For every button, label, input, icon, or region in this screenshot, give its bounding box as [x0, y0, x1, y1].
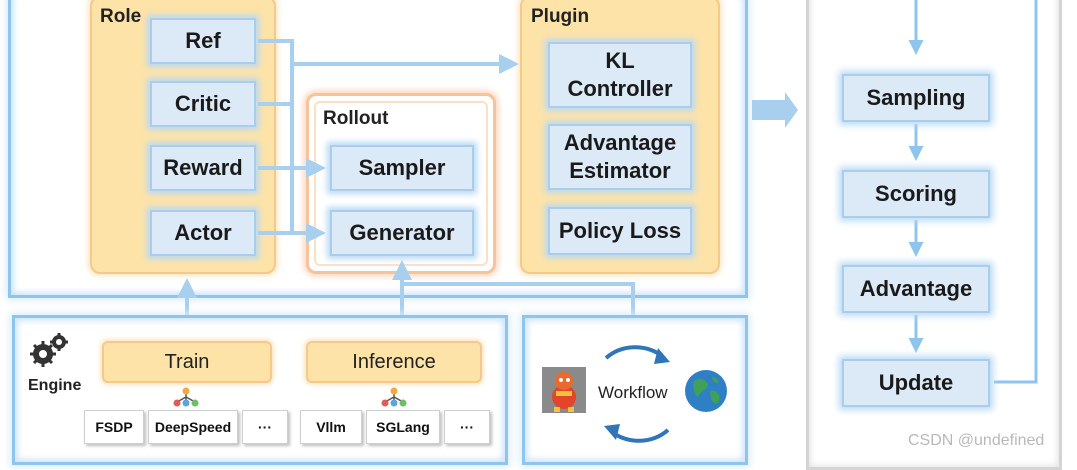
train-tag: Train	[102, 341, 272, 383]
cycle-arrows-icon	[604, 345, 670, 443]
backend-more-train: ···	[242, 410, 288, 444]
backend-vllm: Vllm	[300, 410, 362, 444]
plugin-kl-controller: KL Controller	[548, 42, 692, 108]
step-advantage: Advantage	[842, 265, 990, 313]
plugin-advantage-estimator: Advantage Estimator	[548, 124, 692, 190]
backend-fsdp: FSDP	[84, 410, 144, 444]
role-ref: Ref	[150, 18, 256, 64]
globe-icon	[685, 370, 727, 412]
plugin-title: Plugin	[531, 6, 590, 27]
backend-sglang: SGLang	[366, 410, 440, 444]
watermark: CSDN @undefined	[908, 432, 1045, 449]
flow-arrow-icon	[752, 92, 798, 128]
step-scoring: Scoring	[842, 170, 990, 218]
workflow-label: Workflow	[598, 383, 668, 402]
inference-tag: Inference	[306, 341, 482, 383]
role-title: Role	[100, 6, 142, 27]
rollout-generator: Generator	[330, 210, 474, 256]
inference-hierarchy-icon	[381, 387, 407, 407]
rollout-title: Rollout	[323, 108, 389, 129]
engine-label: Engine	[28, 377, 82, 394]
step-sampling: Sampling	[842, 74, 990, 122]
backend-more-inference: ···	[444, 410, 490, 444]
connectors	[177, 39, 798, 338]
step-update: Update	[842, 359, 990, 407]
backend-deepspeed: DeepSpeed	[148, 410, 238, 444]
plugin-policy-loss: Policy Loss	[548, 207, 692, 255]
train-hierarchy-icon	[173, 387, 199, 407]
role-critic: Critic	[150, 81, 256, 127]
pipeline-connectors	[908, 0, 1038, 384]
robot-mascot-icon	[542, 367, 586, 413]
rollout-sampler: Sampler	[330, 145, 474, 191]
gear-icon	[30, 333, 68, 367]
role-actor: Actor	[150, 210, 256, 256]
role-reward: Reward	[150, 145, 256, 191]
